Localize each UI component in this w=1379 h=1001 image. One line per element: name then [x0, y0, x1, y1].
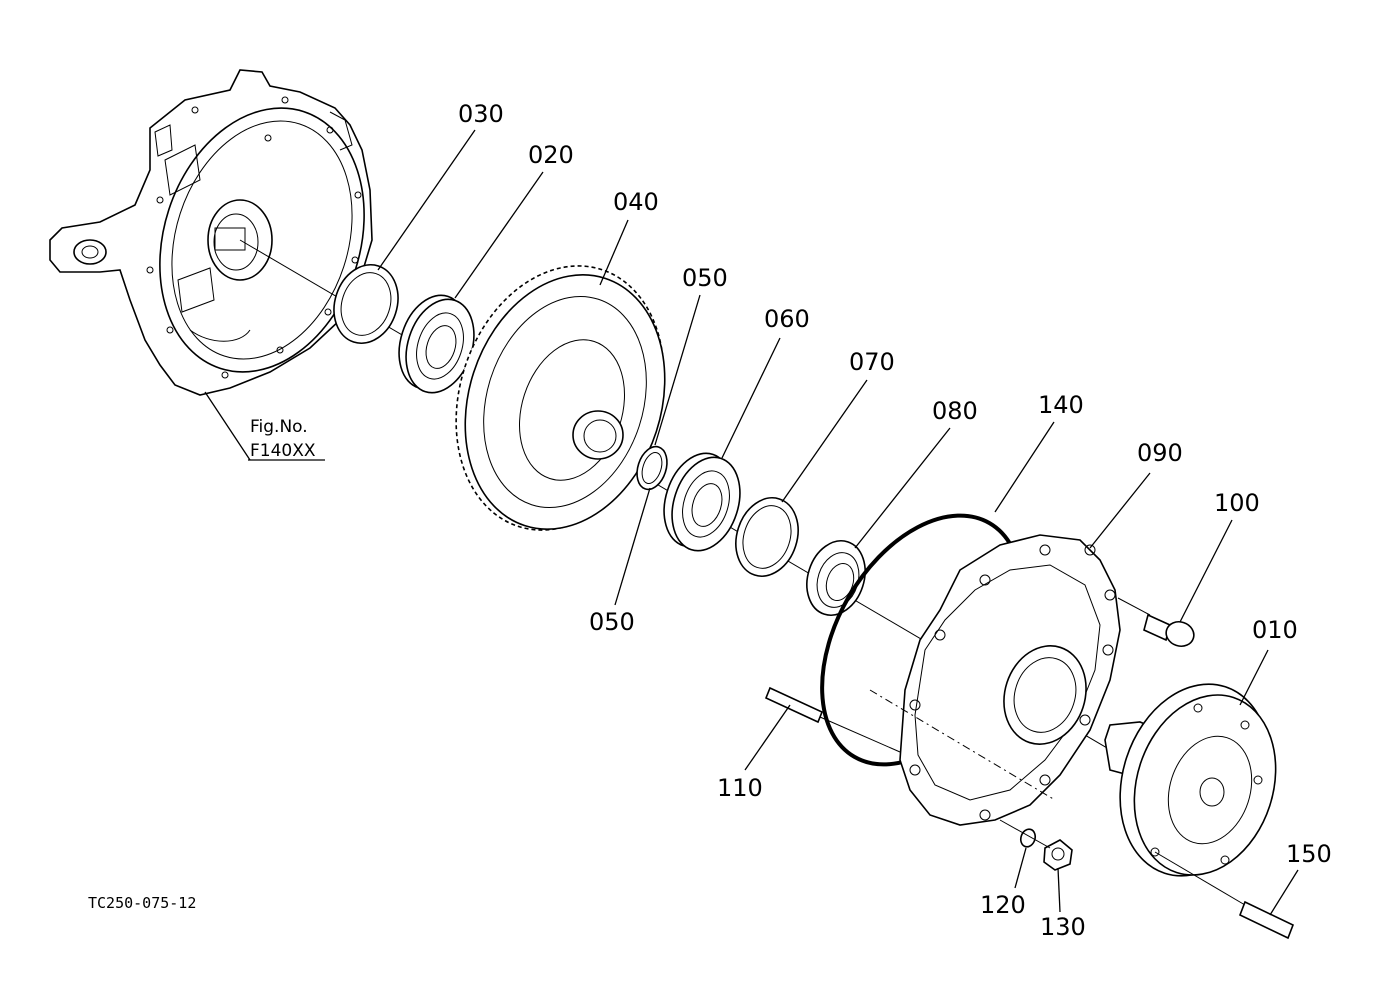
transmission-housing: [49, 69, 373, 396]
callout-120: 120: [980, 891, 1026, 919]
figure-reference-code: F140XX: [250, 441, 316, 461]
figure-reference-label: Fig.No.: [250, 417, 308, 437]
callout-040: 040: [613, 188, 659, 216]
callout-080: 080: [932, 397, 978, 425]
stud-150: [1154, 851, 1295, 940]
callout-010: 010: [1252, 616, 1298, 644]
callout-130: 130: [1040, 913, 1086, 941]
callout-100: 100: [1214, 489, 1260, 517]
bolt-100: [1117, 597, 1195, 648]
final-drive-cover: [869, 534, 1121, 826]
snap-ring-050: [636, 445, 668, 491]
callout-060: 060: [764, 305, 810, 333]
callout-labels: 030 020 040 050 060 070 080 140 090 100 …: [88, 100, 1332, 941]
callout-050-lower: 050: [589, 608, 635, 636]
callout-140: 140: [1038, 391, 1084, 419]
washer-120: [1019, 828, 1037, 848]
callout-150: 150: [1286, 840, 1332, 868]
stud-110: [764, 686, 901, 753]
axle-flange-010: [1104, 683, 1277, 877]
callout-090: 090: [1137, 439, 1183, 467]
ring-070: [735, 497, 799, 577]
callout-leaders: [377, 129, 1299, 916]
callout-110: 110: [717, 774, 763, 802]
drawing-code: TC250-075-12: [88, 894, 196, 912]
callout-030: 030: [458, 100, 504, 128]
callout-070: 070: [849, 348, 895, 376]
bearing-060: [663, 452, 741, 552]
gear-040: [455, 265, 666, 531]
callout-050-upper: 050: [682, 264, 728, 292]
housing-bolt-holes: [146, 96, 362, 379]
cover-bolt-holes: [909, 544, 1116, 821]
nut-130: [1043, 839, 1073, 871]
callout-020: 020: [528, 141, 574, 169]
ring-030: [333, 263, 399, 345]
